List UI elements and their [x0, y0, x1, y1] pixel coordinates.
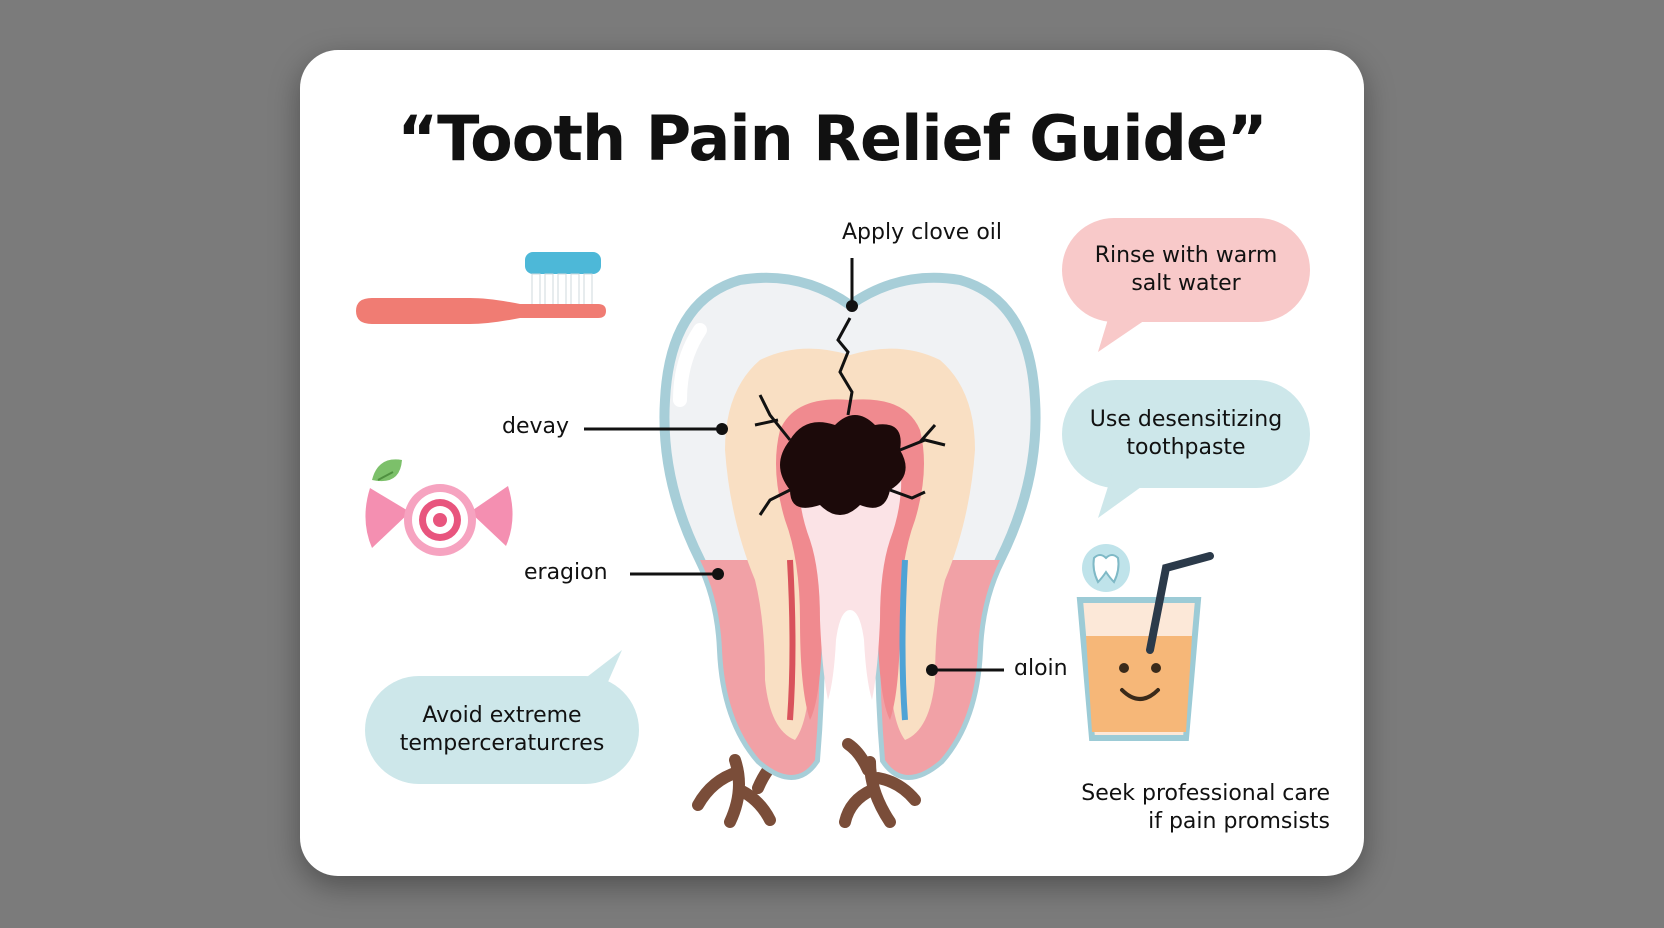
label-decay: devay [502, 414, 570, 439]
toothpaste-bubble [1062, 380, 1310, 518]
tooth-badge-icon [1082, 544, 1130, 592]
rinse-line-1: Rinse with warm [1094, 243, 1278, 268]
rinse-line-2: salt water [1131, 271, 1241, 296]
temperature-line-1: Avoid extreme [422, 703, 582, 728]
candy-icon [365, 459, 513, 556]
label-clove-oil: Apply clove oil [842, 220, 1003, 245]
temperature-bubble-text: Avoid extreme temperceraturcres [365, 702, 639, 758]
toothpaste-bubble-text: Use desensitizing toothpaste [1062, 406, 1310, 462]
juice-glass-icon [1076, 552, 1214, 741]
page-title: “Tooth Pain Relief Guide” [397, 102, 1267, 175]
footer-note: Seek professional care if pain promsists [1030, 780, 1330, 836]
footer-line-1: Seek professional care [1081, 781, 1330, 806]
temperature-bubble [365, 650, 639, 784]
temperature-line-2: temperceraturcres [399, 731, 605, 756]
toothpaste-line-1: Use desensitizing [1089, 407, 1283, 432]
toothbrush-icon [356, 252, 606, 324]
label-pain: ɑloin [1014, 656, 1068, 681]
label-erosion: eragion [524, 560, 608, 585]
rinse-bubble-text: Rinse with warm salt water [1062, 242, 1310, 298]
footer-line-2: if pain promsists [1148, 809, 1330, 834]
rinse-bubble [1062, 218, 1310, 352]
tooth-diagram [584, 258, 1041, 828]
toothpaste-line-2: toothpaste [1126, 435, 1246, 460]
